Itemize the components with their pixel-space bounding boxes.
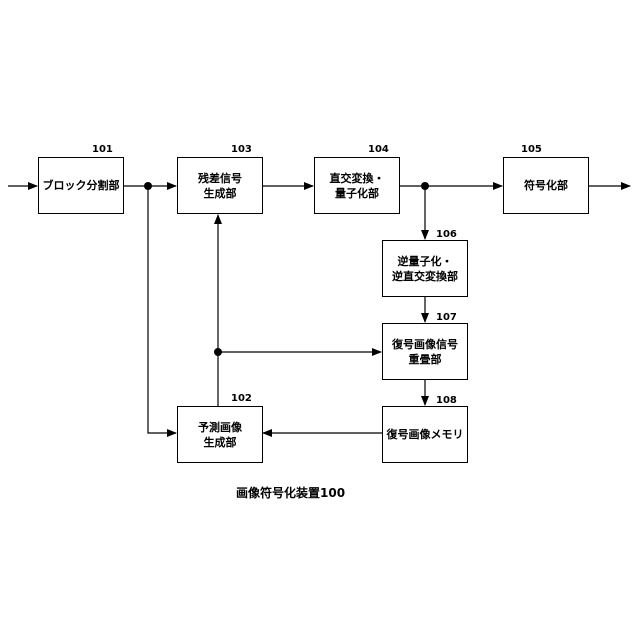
- decoded-image-memory-box: 復号画像メモリ: [382, 406, 468, 463]
- decoded-signal-overlay-box: 復号画像信号 重畳部: [382, 323, 468, 380]
- block-label: 重畳部: [409, 352, 442, 367]
- block-label: 符号化部: [524, 178, 568, 193]
- block-label: 量子化部: [335, 186, 379, 201]
- diagram-caption: 画像符号化装置100: [236, 484, 345, 501]
- block-label: 生成部: [204, 435, 237, 450]
- block-label: 直交変換・: [330, 171, 385, 186]
- ref-number: 101: [92, 144, 113, 155]
- block-label: 復号画像メモリ: [387, 427, 464, 442]
- junction-dot: [421, 182, 429, 190]
- ref-number: 103: [231, 144, 252, 155]
- prediction-image-box: 予測画像 生成部: [177, 406, 263, 463]
- ref-number: 107: [436, 312, 457, 323]
- transform-quantize-box: 直交変換・ 量子化部: [314, 157, 400, 214]
- residual-signal-box: 残差信号 生成部: [177, 157, 263, 214]
- block-label: ブロック分割部: [43, 178, 120, 193]
- ref-number: 108: [436, 395, 457, 406]
- ref-number: 104: [368, 144, 389, 155]
- block-division-box: ブロック分割部: [38, 157, 124, 214]
- block-label: 逆直交変換部: [392, 269, 458, 284]
- block-label: 予測画像: [198, 420, 242, 435]
- block-label: 逆量子化・: [398, 254, 453, 269]
- junction-dot: [214, 348, 222, 356]
- block-label: 復号画像信号: [392, 337, 458, 352]
- ref-number: 102: [231, 393, 252, 404]
- encoder-box: 符号化部: [503, 157, 589, 214]
- ref-number: 106: [436, 229, 457, 240]
- junction-dot: [144, 182, 152, 190]
- inverse-transform-box: 逆量子化・ 逆直交変換部: [382, 240, 468, 297]
- line-101-to-102: [148, 186, 176, 433]
- block-label: 生成部: [204, 186, 237, 201]
- block-label: 残差信号: [198, 171, 242, 186]
- ref-number: 105: [521, 144, 542, 155]
